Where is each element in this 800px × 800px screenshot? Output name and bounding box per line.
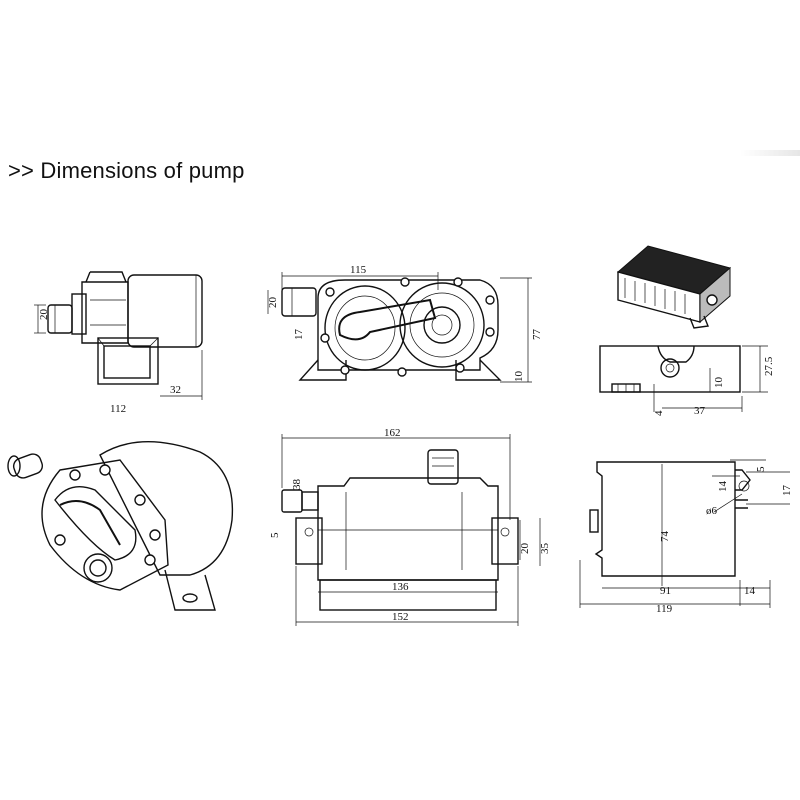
dim-38: 38 <box>291 479 303 491</box>
dim-32: 32 <box>170 384 181 396</box>
small-box-drawing <box>599 345 741 393</box>
pump-top-view <box>281 449 519 611</box>
dim-17: 17 <box>293 329 305 341</box>
pump-front-view <box>281 277 502 381</box>
dim-20-front: 20 <box>267 297 279 309</box>
dim-115: 115 <box>350 264 367 276</box>
page-heading: >> Dimensions of pump <box>8 158 245 183</box>
top-view-dimensions: 162 38 5 20 35 136 152 <box>269 427 551 626</box>
profile-view-drawing <box>589 461 751 577</box>
dim-136: 136 <box>392 581 409 593</box>
dim-37: 37 <box>694 405 706 417</box>
dim-112: 112 <box>110 403 126 415</box>
dim-17-profile: 17 <box>781 485 793 497</box>
side-view-dimensions: 20 32 112 <box>34 304 203 415</box>
dim-dia6: ø6 <box>706 505 718 517</box>
pump-side-view <box>47 271 203 385</box>
dim-162: 162 <box>384 427 401 439</box>
dim-91: 91 <box>660 585 671 597</box>
dim-77: 77 <box>531 329 543 341</box>
small-box-dimensions: 27.5 10 4 37 <box>653 345 775 417</box>
small-box-isometric <box>616 245 732 329</box>
dim-10-box: 10 <box>713 377 725 389</box>
corner-decoration <box>740 150 800 156</box>
dim-20: 20 <box>38 309 50 321</box>
dim-14-side: 14 <box>744 585 756 597</box>
dim-74: 74 <box>659 531 671 543</box>
dim-4: 4 <box>653 410 665 416</box>
dim-35: 35 <box>539 543 551 555</box>
dim-119: 119 <box>656 603 673 615</box>
pump-isometric-view <box>7 441 234 611</box>
dim-20-top: 20 <box>519 543 531 555</box>
dim-14-profile: 14 <box>717 481 729 493</box>
dim-5: 5 <box>269 532 281 538</box>
front-view-dimensions: 115 20 17 77 10 <box>267 264 543 383</box>
dim-10: 10 <box>513 371 525 383</box>
profile-view-dimensions: 5 14 17 ø6 74 91 14 119 <box>579 459 793 615</box>
dim-152: 152 <box>392 611 409 623</box>
dim-27-5: 27.5 <box>763 356 775 376</box>
dim-5-profile: 5 <box>755 466 767 472</box>
